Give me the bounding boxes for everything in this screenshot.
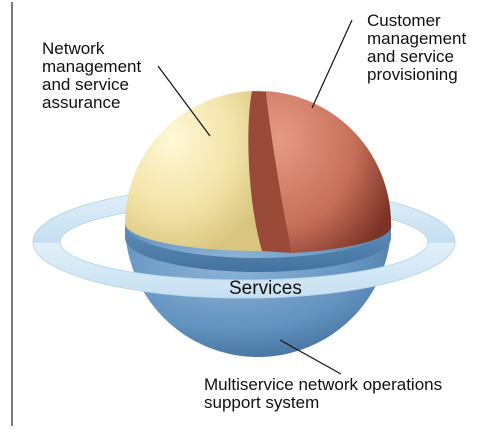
customer-management-label: Customer management and service provisio…: [367, 11, 467, 84]
customer-leader-line: [311, 19, 353, 109]
segment-cut-edge: [248, 91, 292, 253]
equator-band: [125, 224, 391, 272]
network-management-label: Network management and service assurance: [42, 39, 142, 112]
services-label: Services: [229, 278, 302, 299]
multiservice-leader-line: [279, 339, 342, 375]
multiservice-label: Multiservice network operations support …: [204, 375, 443, 412]
services-ring-front: [32, 241, 456, 299]
network-management-segment: [124, 91, 262, 252]
network-leader-line: [157, 65, 211, 137]
customer-management-segment: [252, 90, 392, 253]
